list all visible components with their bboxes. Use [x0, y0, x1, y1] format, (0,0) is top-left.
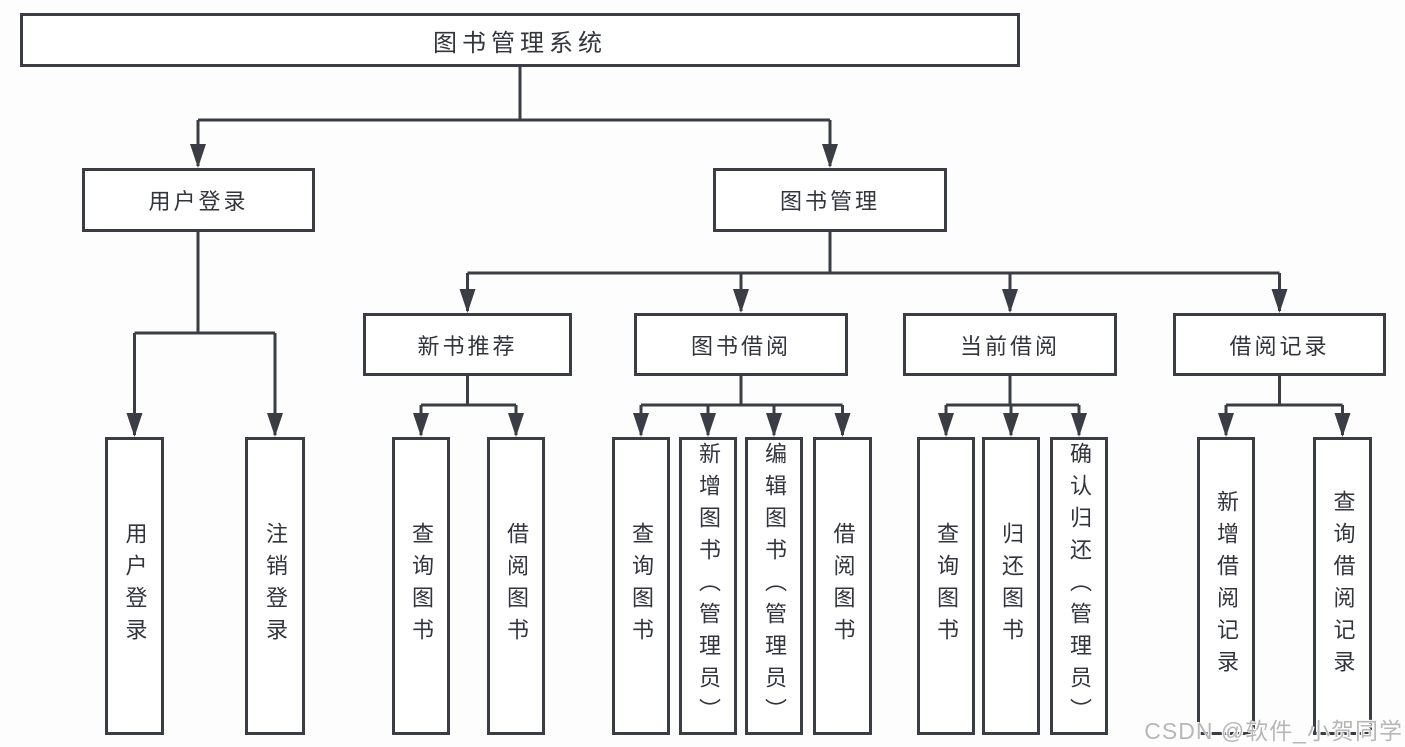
node-label: 用户登录	[122, 522, 148, 650]
node-label: 查询借阅记录	[1330, 490, 1356, 682]
node-label: 当前借阅	[959, 333, 1060, 359]
node-label: 新增图书（管理员）	[696, 442, 721, 730]
node-book-management: 图书管理	[713, 168, 947, 232]
csdn-watermark: CSDN @软件_小贺同学	[1144, 718, 1403, 744]
leaf-current-query-books: 查询图书	[917, 437, 975, 735]
node-new-book-recommend: 新书推荐	[363, 313, 572, 376]
leaf-borrow-edit-books-admin: 编辑图书（管理员）	[745, 437, 803, 735]
node-label: 借阅记录	[1229, 333, 1330, 359]
node-label: 归还图书	[999, 522, 1024, 650]
node-label: 图书管理	[779, 189, 880, 214]
node-label: 新书推荐	[417, 333, 518, 359]
leaf-recommend-query-books: 查询图书	[392, 437, 450, 735]
leaf-records-add-record: 新增借阅记录	[1197, 437, 1255, 735]
leaf-user-login: 用户登录	[105, 437, 164, 735]
node-label: 图书借阅	[690, 333, 791, 359]
node-label: 查询图书	[629, 522, 654, 650]
node-label: 新增借阅记录	[1214, 490, 1239, 682]
leaf-borrow-add-books-admin: 新增图书（管理员）	[679, 437, 737, 735]
node-book-management-system: 图书管理系统	[20, 13, 1020, 67]
node-label: 查询图书	[934, 522, 959, 650]
node-book-borrow: 图书借阅	[634, 313, 848, 376]
leaf-current-confirm-return-admin: 确认归还（管理员）	[1050, 437, 1108, 735]
leaf-current-return-books: 归还图书	[982, 437, 1040, 735]
node-label: 图书管理系统	[433, 29, 607, 57]
leaf-recommend-borrow-books: 借阅图书	[487, 437, 545, 735]
node-borrow-records: 借阅记录	[1173, 313, 1386, 376]
leaf-logout-login: 注销登录	[245, 437, 305, 735]
leaf-borrow-borrow-books: 借阅图书	[813, 437, 872, 735]
node-label: 借阅图书	[830, 522, 856, 650]
leaf-records-query-record: 查询借阅记录	[1313, 437, 1372, 735]
node-label: 用户登录	[148, 189, 249, 214]
node-label: 确认归还（管理员）	[1067, 442, 1092, 730]
node-current-borrow: 当前借阅	[903, 313, 1117, 376]
node-user-login: 用户登录	[82, 168, 315, 232]
node-label: 注销登录	[263, 522, 288, 650]
node-label: 查询图书	[409, 522, 434, 650]
node-label: 借阅图书	[504, 522, 529, 650]
node-label: 编辑图书（管理员）	[762, 442, 787, 730]
leaf-borrow-query-books: 查询图书	[612, 437, 670, 735]
